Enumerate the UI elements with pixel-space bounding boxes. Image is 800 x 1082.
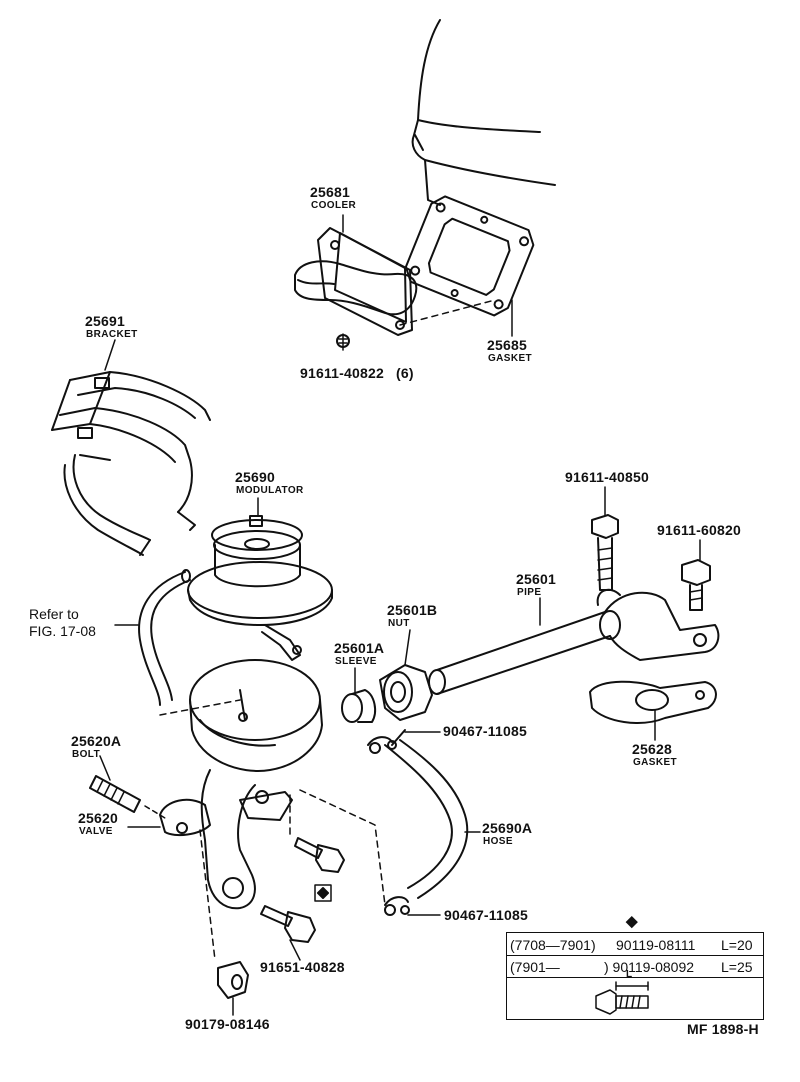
valve-bolt-part-number: 25620A	[71, 733, 122, 749]
spec-row-2-range: (7901—	[510, 959, 560, 975]
hose-dashed-line	[159, 699, 241, 716]
cooler-nut-part-number: 91611-40822	[300, 365, 384, 381]
pipe-part-number: 25601	[516, 571, 556, 587]
engine-block-outline	[411, 19, 556, 206]
pipe-bolt1-part-number: 91611-40850	[565, 469, 649, 485]
nut-part-number: 25601B	[387, 602, 438, 618]
pipe-flange-bolt-2	[681, 559, 711, 611]
valve-bolt-lower-part-number: 91651-40828	[260, 959, 345, 975]
pipe-gasket-part-number: 25628	[632, 741, 672, 757]
sleeve-name: SLEEVE	[335, 656, 377, 667]
spec-row-1: (7708—7901) 90119-08111 L=20	[507, 933, 763, 956]
spec-row-2-length: L=25	[721, 959, 753, 975]
hose-clip-upper	[367, 729, 406, 754]
spec-row-2-part: ) 90119-08092	[604, 959, 695, 975]
vacuum-hose-left	[138, 569, 191, 706]
spec-row-1-length: L=20	[721, 937, 753, 953]
figure-id: MF 1898-H	[687, 1021, 759, 1037]
egr-valve	[159, 659, 323, 910]
modulator-part-number: 25690	[235, 469, 275, 485]
egr-modulator	[187, 515, 333, 661]
bracket-part-number: 25691	[85, 313, 125, 329]
clip-lower-part-number: 90467-11085	[444, 907, 528, 923]
gasket-top-part-number: 25685	[487, 337, 527, 353]
spec-row-1-range: (7708—7901)	[510, 937, 596, 953]
valve-bolt-lower	[260, 905, 316, 943]
egr-hose	[384, 739, 469, 899]
pipe-name: PIPE	[517, 587, 542, 598]
valve-name: VALVE	[79, 826, 113, 837]
valve-stud-bolt	[89, 775, 141, 813]
cooler-name: COOLER	[311, 200, 357, 211]
hose-clip-lower	[384, 896, 410, 916]
spec-dimension-label: L	[626, 969, 633, 980]
valve-nut-part-number: 90179-08146	[185, 1016, 270, 1032]
valve-nut	[217, 961, 249, 999]
hose-name: HOSE	[483, 836, 513, 847]
cooler-gasket-dashed	[399, 299, 496, 326]
reference-line-1: Refer to	[29, 606, 79, 622]
gasket-top-name: GASKET	[488, 353, 533, 364]
spec-row-1-part: 90119-08111	[616, 937, 696, 953]
reference-line-2: FIG. 17-08	[29, 623, 96, 639]
valve-bolt-upper	[294, 837, 345, 873]
clip-upper-part-number: 90467-11085	[443, 723, 527, 739]
leader-lines	[99, 214, 701, 1016]
spec-bolt-drawing	[595, 981, 649, 1015]
sleeve-part-number: 25601A	[334, 640, 385, 656]
valve-bolt-name: BOLT	[72, 749, 101, 760]
valve-part-number: 25620	[78, 810, 118, 826]
nut-name: NUT	[388, 618, 410, 629]
pipe-sleeve	[341, 689, 377, 723]
gasket-top	[404, 195, 535, 317]
bracket	[51, 371, 211, 556]
hose-part-number: 25690A	[482, 820, 533, 836]
cooler-nut-quantity: (6)	[396, 365, 414, 381]
modulator-name: MODULATOR	[236, 485, 304, 496]
bolt-dashed-line	[144, 805, 166, 819]
bracket-name: BRACKET	[86, 329, 138, 340]
spec-table: (7708—7901) 90119-08111 L=20 (7901— ) 90…	[506, 932, 764, 1020]
cooler-part-number: 25681	[310, 184, 350, 200]
pipe-nut	[379, 664, 433, 721]
pipe-flange-bolt-1	[591, 514, 619, 591]
valve-dashed-lines	[199, 789, 386, 961]
spec-table-symbol: ◆	[626, 913, 638, 930]
pipe-gasket	[589, 680, 717, 724]
egr-pipe	[428, 588, 720, 695]
spec-row-2: (7901— ) 90119-08092 L=25	[507, 955, 763, 978]
diamond-box	[314, 884, 332, 902]
pipe-bolt2-part-number: 91611-60820	[657, 522, 741, 538]
pipe-gasket-name: GASKET	[633, 757, 678, 768]
egr-cooler	[294, 227, 418, 336]
